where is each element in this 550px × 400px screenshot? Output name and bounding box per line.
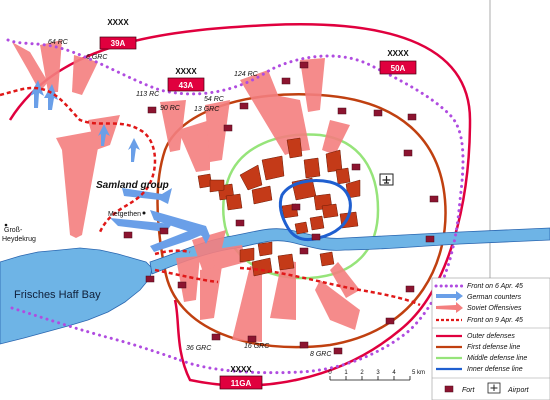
army-marker-43a: XXXX 43A [167,67,205,92]
samland-label-line1: Samland group [96,180,169,191]
gross-heydekrug-label-2: Heydekrug [2,236,36,243]
inner-defense-line [278,179,352,242]
metgethen-dot [142,211,146,215]
legend-airport: Airport [507,387,530,394]
legend-first-defense: First defense line [467,344,520,351]
army-marker-50a: XXXX 50A [379,49,417,75]
scale-tick-0: 0 [328,370,332,376]
scale-tick-4: 4 [392,370,396,376]
corps-label-13grc: 13 GRC [194,106,220,113]
corps-label-8grc: 8 GRC [310,351,332,358]
scale-bar: 0 1 2 3 4 5 km [328,370,425,381]
airport-icon [379,173,394,186]
corps-labels: 64 RC 6 GRC 113 RC 90 RC 124 RC 54 RC 13… [48,39,332,358]
legend-german-counters: German counters [467,294,522,301]
scale-tick-1: 1 [344,370,348,376]
outer-defense-line [8,23,472,387]
scale-tick-5: 5 km [412,370,425,376]
legend-outer-defenses: Outer defenses [467,333,515,340]
corps-label-6grc: 6 GRC [86,54,108,61]
front-6-apr-line-south [10,306,182,362]
soviet-offensives [12,40,360,342]
corps-label-90rc: 90 RC [160,105,181,112]
legend-front-6-apr: Front on 6 Apr. 45 [467,283,523,290]
city-blocks [197,137,361,277]
army-marker-11ga: XXXX 11GA [219,365,263,390]
legend-middle-defense: Middle defense line [467,355,527,362]
legend-soviet-offensives: Soviet Offensives [467,305,522,312]
army-echelon-50a: XXXX [387,49,409,58]
army-echelon-39a: XXXX [107,18,129,27]
corps-label-54rc: 54 RC [204,96,225,103]
front-9-apr-line [0,86,421,307]
frisches-haff-label: Frisches Haff Bay [14,289,101,301]
forts [123,61,439,355]
scale-tick-2: 2 [360,370,364,376]
corps-label-36grc: 36 GRC [186,345,212,352]
corps-label-113rc: 113 RC [136,91,160,98]
corps-label-64rc: 64 RC [48,39,69,46]
legend-fort: Fort [462,387,476,394]
corps-label-16grc: 16 GRC [244,343,270,350]
first-defense-line [156,93,447,349]
legend: Front on 6 Apr. 45 German counters Sovie… [431,277,550,400]
gross-heydekrug-label-1: Groß- [4,227,23,234]
pregel-river [149,227,550,275]
frisches-haff-water [0,247,153,345]
army-name-39a: 39A [111,39,126,48]
army-marker-39a: XXXX 39A [99,18,137,50]
scale-tick-3: 3 [376,370,380,376]
legend-fort-icon [444,385,454,393]
legend-front-9-apr: Front on 9 Apr. 45 [467,317,523,324]
army-echelon-11ga: XXXX [230,365,252,374]
legend-inner-defense: Inner defense line [467,366,523,373]
gross-heydekrug-dot [4,223,8,227]
german-counters [30,80,210,252]
metgethen-label: Metgethen [108,211,141,218]
front-6-apr-line [6,38,465,375]
army-name-43a: 43A [179,81,194,90]
army-name-50a: 50A [391,64,406,73]
army-name-11ga: 11GA [231,379,252,388]
corps-label-124rc: 124 RC [234,71,259,78]
army-echelon-43a: XXXX [175,67,197,76]
